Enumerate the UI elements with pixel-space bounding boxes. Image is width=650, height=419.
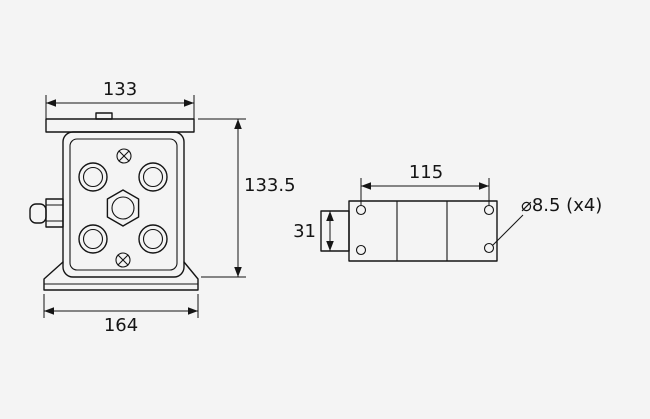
hole-note-label: ⌀8.5 (x4) xyxy=(521,195,602,216)
dim-label-attachment-height: 31 xyxy=(293,221,316,242)
leader-line xyxy=(492,214,524,246)
screw-head xyxy=(115,252,131,268)
hole-callout: ⌀8.5 (x4) xyxy=(492,195,602,246)
socket-outer xyxy=(138,224,168,254)
dim-label-bottom-width: 164 xyxy=(104,315,138,336)
socket-bottom-left xyxy=(78,224,108,254)
screw-slot xyxy=(117,254,129,266)
socket-inner xyxy=(142,228,164,250)
mount-hole xyxy=(355,204,367,216)
knob-cap xyxy=(29,203,47,224)
hex-bore xyxy=(111,196,135,220)
socket-top-right xyxy=(138,162,168,192)
dim-bottom-width: 164 xyxy=(43,294,199,336)
side-knob xyxy=(29,198,64,228)
screw-slot xyxy=(118,150,130,162)
mount-hole xyxy=(483,204,495,216)
socket-bottom-right xyxy=(138,224,168,254)
screw-top xyxy=(116,148,132,164)
side-body xyxy=(348,200,498,262)
socket-inner xyxy=(142,166,164,188)
dim-top-width: 133 xyxy=(45,79,195,121)
side-attachment xyxy=(320,210,350,252)
socket-outer xyxy=(78,162,108,192)
screw-head xyxy=(116,148,132,164)
hex-outline xyxy=(106,189,140,227)
mount-hole xyxy=(355,244,367,256)
front-view: 133 xyxy=(29,79,296,336)
top-flange xyxy=(45,118,195,133)
dim-label-side-width: 115 xyxy=(409,162,443,183)
dim-side-width: 115 xyxy=(360,162,490,205)
dim-height: 133.5 xyxy=(198,118,296,278)
socket-inner xyxy=(82,228,104,250)
mount-hole xyxy=(483,242,495,254)
knob-neck xyxy=(45,198,64,228)
side-view: 115 31 ⌀8.5 (x4) xyxy=(293,162,602,262)
body-outline xyxy=(62,131,185,278)
dim-label-top-width: 133 xyxy=(103,79,137,100)
dim-attachment-height: 31 xyxy=(293,211,334,251)
bottom-bracket xyxy=(43,261,199,291)
socket-outer xyxy=(138,162,168,192)
center-hex-nut xyxy=(106,189,140,227)
socket-inner xyxy=(82,166,104,188)
socket-outer xyxy=(78,224,108,254)
socket-top-left xyxy=(78,162,108,192)
dim-label-height: 133.5 xyxy=(244,175,296,196)
screw-bottom xyxy=(115,252,131,268)
flange-notch xyxy=(95,112,113,120)
bracket-outline xyxy=(43,261,199,291)
body-inner-outline xyxy=(69,138,178,271)
